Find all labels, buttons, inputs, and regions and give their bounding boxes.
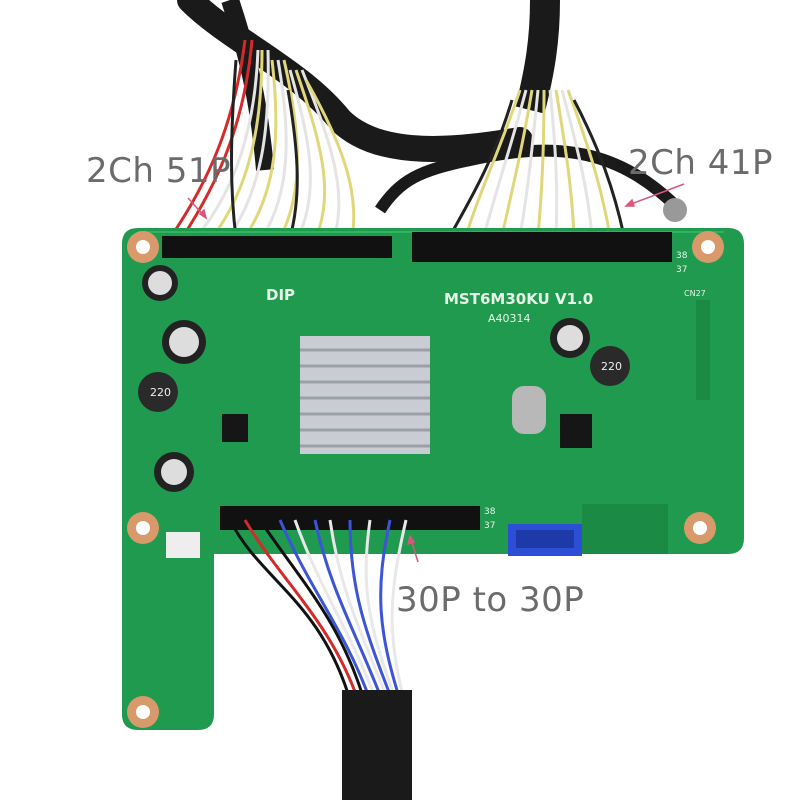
wires-41p [448, 89, 626, 237]
pin-pads-right [582, 300, 710, 554]
inductor-2-label: 220 [601, 360, 622, 373]
mounting-holes [127, 231, 724, 728]
board-code: A40314 [488, 312, 531, 325]
pin-38-top: 38 [676, 251, 688, 261]
header-41p [412, 232, 672, 262]
white-connector [166, 532, 200, 558]
label-2ch-41p: 2Ch 41P [628, 143, 773, 183]
label-2ch-51p: 2Ch 51P [86, 151, 231, 191]
capacitors [142, 265, 590, 492]
annotation-arrows [187, 183, 685, 563]
inductors [138, 346, 630, 412]
dip-mark: DIP [266, 286, 295, 304]
cable-bundle-bottom [342, 690, 412, 800]
cn27-label: CN27 [684, 289, 706, 298]
label-30p-to-30p: 30P to 30P [396, 580, 585, 620]
header-51p [162, 236, 392, 258]
regulator [560, 414, 592, 448]
board-model: MST6M30KU V1.0 [444, 290, 593, 308]
chip-left [222, 414, 248, 442]
pcb [122, 228, 744, 730]
inductor-1-label: 220 [150, 386, 171, 399]
crystal [512, 386, 546, 434]
wires-30p [228, 519, 408, 701]
cable-bundle-top-left [177, 0, 533, 171]
heatsink [300, 336, 430, 454]
cable-bundle-top-right [375, 0, 687, 222]
pin-37-bottom: 37 [484, 521, 495, 531]
pin-37-top: 37 [676, 265, 687, 275]
wires-51p [168, 39, 356, 239]
pin-38-bottom: 38 [484, 507, 496, 517]
